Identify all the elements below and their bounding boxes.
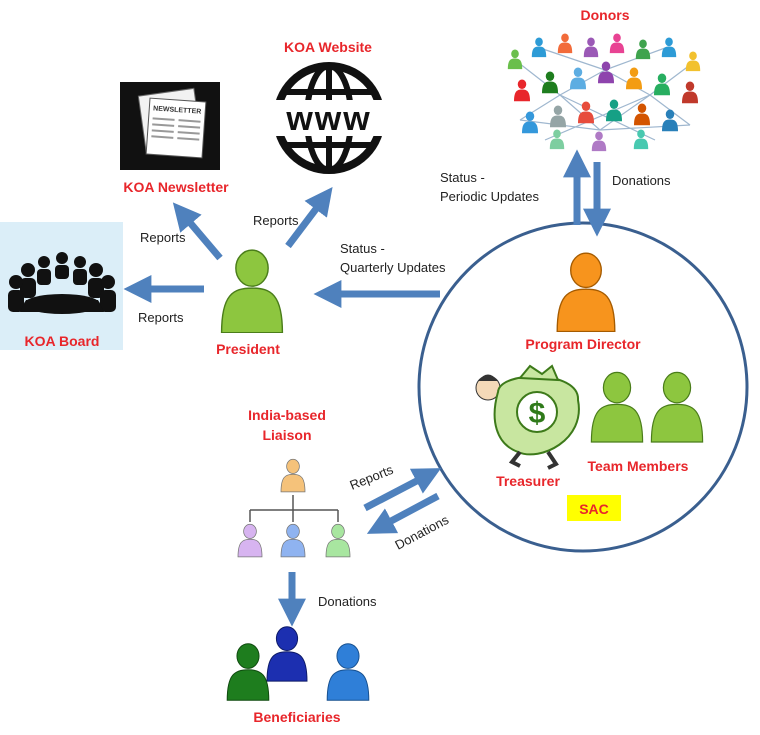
reports-label-website: Reports <box>253 213 299 228</box>
flow-arrows <box>123 149 611 627</box>
treasurer-moneybag-icon: $ <box>475 364 580 470</box>
beneficiaries-node: Beneficiaries <box>226 626 370 725</box>
team-members-label: Team Members <box>588 458 689 474</box>
arrow-sac-to-liaison <box>366 492 440 534</box>
koa-board-label: KOA Board <box>25 333 100 349</box>
liaison-figures <box>237 458 351 558</box>
president-person-icon <box>220 249 284 333</box>
koa-newsletter-label: KOA Newsletter <box>123 179 229 195</box>
president-node: President <box>216 249 284 357</box>
koa-board-node: KOA Board <box>0 222 123 350</box>
newspaper-masthead: NEWSLETTER <box>153 105 202 115</box>
koa-website-label: KOA Website <box>284 39 372 55</box>
donations-from-donors-label: Donations <box>612 173 671 188</box>
beneficiary-person-icon-2 <box>266 626 308 682</box>
donors-node: Donors <box>507 7 701 152</box>
president-label: President <box>216 341 280 357</box>
beneficiaries-label: Beneficiaries <box>253 709 340 725</box>
globe-www-icon: www <box>270 62 388 174</box>
reports-label-board-bottom: Reports <box>138 310 184 325</box>
reports-label-board-top: Reports <box>140 230 186 245</box>
koa-newsletter-node: NEWSLETTER KOA Newsletter <box>120 82 229 195</box>
program-director-label: Program Director <box>525 336 641 352</box>
treasurer-label: Treasurer <box>496 473 560 489</box>
www-text: www <box>285 100 371 138</box>
org-hierarchy-icon <box>249 495 339 522</box>
status-periodic-line2: Periodic Updates <box>440 189 539 204</box>
beneficiary-person-icon-1 <box>226 643 270 701</box>
india-liaison-label-line2: Liaison <box>262 427 311 443</box>
reports-to-sac-label: Reports <box>348 462 396 493</box>
sac-badge <box>567 495 621 521</box>
donations-to-beneficiaries-label: Donations <box>318 594 377 609</box>
india-liaison-node: India-based Liaison <box>237 407 351 558</box>
meeting-table-icon <box>8 252 116 314</box>
sac-label: SAC <box>579 501 609 517</box>
donors-label: Donors <box>581 7 630 23</box>
donor-figures <box>507 33 701 152</box>
sac-group: Program Director $ Treasurer Team Member… <box>417 221 749 553</box>
beneficiary-person-icon-3 <box>326 643 370 701</box>
india-liaison-label-line1: India-based <box>248 407 326 423</box>
koa-website-node: KOA Website www <box>270 39 388 174</box>
newspaper-icon: NEWSLETTER <box>120 82 220 170</box>
status-periodic-line1: Status - <box>440 170 485 185</box>
status-quarterly-line1: Status - <box>340 241 385 256</box>
arrow-liaison-to-sac <box>363 468 442 512</box>
arrow-president-to-website <box>285 186 333 249</box>
arrow-president-to-newsletter <box>172 202 223 261</box>
dollar-sign: $ <box>529 397 546 430</box>
status-quarterly-line2: Quarterly Updates <box>340 260 446 275</box>
